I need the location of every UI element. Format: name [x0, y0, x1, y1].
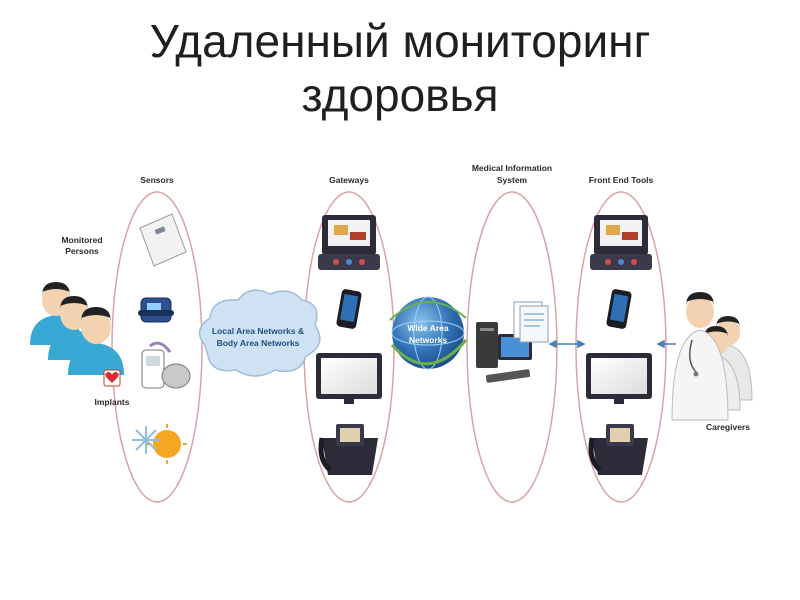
frontend-terminal-icon: [590, 215, 652, 270]
mis-documents-icon: [513, 301, 549, 343]
lan-label-line-2: Body Area Networks: [217, 338, 300, 348]
frontend-phone-icon: [588, 424, 648, 475]
sensors-label: Sensors: [140, 175, 174, 185]
monitored-persons-label-1: Monitored: [61, 235, 102, 245]
title-line-1: Удаленный мониторинг: [149, 15, 651, 67]
caregivers-to-frontend-connector: [656, 339, 676, 349]
gateway-phone-icon: [318, 424, 378, 475]
mis-label-line-1: Medical Information: [472, 163, 552, 173]
lan-label-line-1: Local Area Networks &: [212, 326, 304, 336]
weather-sensor-icon: [132, 424, 187, 464]
implant-heart-icon: [103, 369, 121, 387]
mis-label-line-2: System: [497, 175, 528, 185]
gateway-terminal-icon: [318, 215, 380, 270]
implants-label: Implants: [95, 397, 130, 407]
wan-label-line-1: Wide Area: [407, 323, 448, 333]
slide-title: Удаленный мониторинг здоровья: [0, 14, 800, 122]
mis-to-frontend-connector: [548, 339, 586, 349]
pulse-oximeter-icon: [138, 297, 174, 323]
gateway-monitor-icon: [316, 353, 382, 404]
frontend-smartphone-icon: [606, 289, 632, 329]
monitored-persons-icon: [30, 282, 124, 375]
title-line-2: здоровья: [301, 69, 499, 121]
scale-icon: [139, 213, 187, 267]
wan-globe-icon: [389, 296, 468, 370]
gateway-smartphone-icon: [336, 289, 362, 329]
caregivers-label: Caregivers: [706, 422, 750, 432]
frontend-monitor-icon: [586, 353, 652, 404]
caregivers-icon: [671, 292, 753, 421]
blood-pressure-monitor-icon: [141, 341, 191, 389]
monitored-persons-label-2: Persons: [65, 246, 99, 256]
sensors-ellipse: [111, 191, 203, 503]
wan-label-line-2: Networks: [409, 335, 448, 345]
lan-cloud-icon: [198, 289, 321, 377]
gateways-label: Gateways: [329, 175, 369, 185]
front-end-label: Front End Tools: [589, 175, 654, 185]
mis-ellipse: [466, 191, 558, 503]
front-end-ellipse: [575, 191, 667, 503]
